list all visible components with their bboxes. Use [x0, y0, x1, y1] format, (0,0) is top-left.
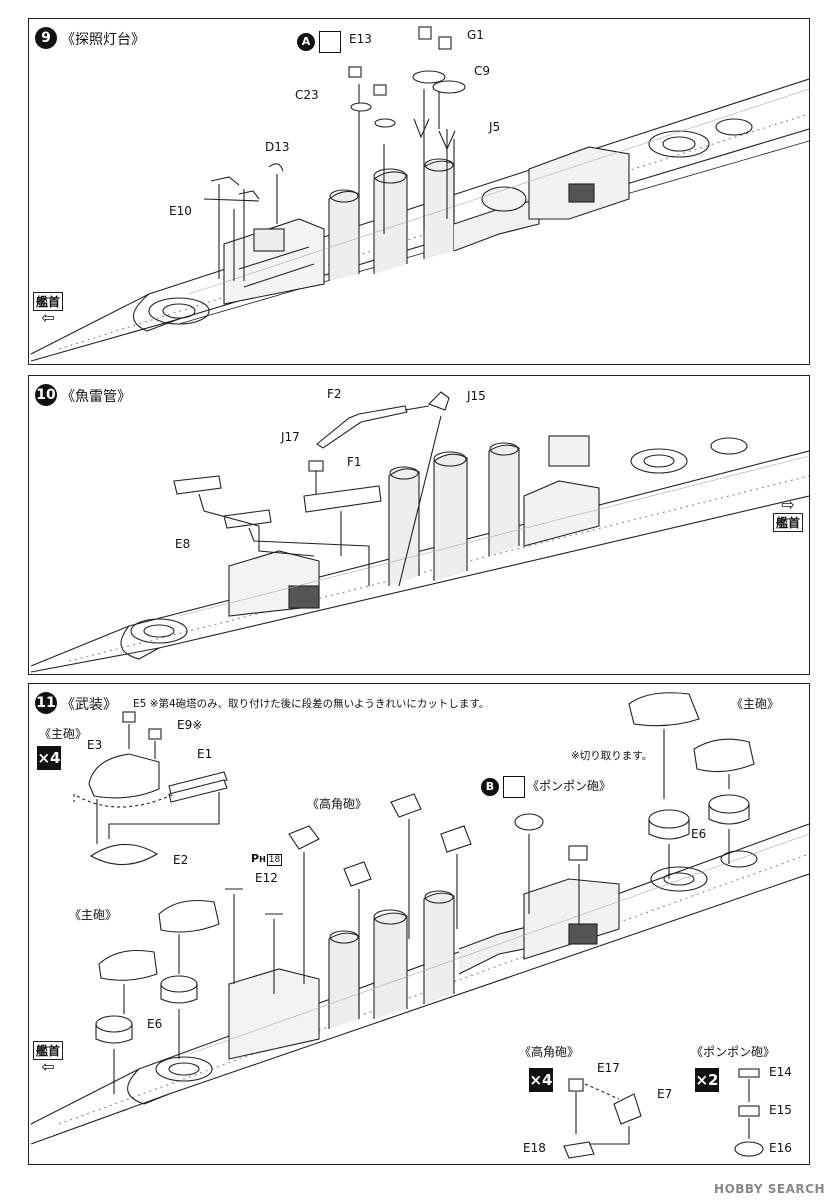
bow-label-step10: 艦首 [772, 513, 803, 532]
label-pompom: 《ポンポン砲》 [527, 779, 612, 793]
step-10-panel: 10 《魚雷管》 [28, 375, 810, 675]
step-9-ship-illustration [30, 26, 809, 362]
label-c23: C23 [295, 88, 319, 102]
photoetch-p: P [251, 852, 260, 865]
callout-b-tag: B [481, 778, 499, 796]
arrow-left-icon-step11: ⇦ [41, 1057, 55, 1076]
label-e1: E1 [197, 747, 213, 761]
label-main-gun-top-right: 《主砲》 [731, 697, 780, 711]
label-main-gun-mid: 《主砲》 [69, 908, 118, 922]
label-j5: J5 [489, 120, 501, 134]
bow-direction-indicator-right: ⇨ 艦首 [769, 495, 807, 532]
label-ha-gun-detail: 《高角砲》 [519, 1045, 580, 1059]
label-e18: E18 [523, 1141, 546, 1155]
multiplier-x2: ×2 [695, 1068, 719, 1092]
label-e10: E10 [169, 204, 192, 218]
label-e13: E13 [349, 32, 372, 46]
label-j15: J15 [467, 389, 486, 403]
watermark: HOBBY SEARCH [714, 1182, 825, 1196]
multiplier-x4-ha: ×4 [529, 1068, 553, 1092]
label-e12: E12 [255, 871, 278, 885]
label-main-gun: 《主砲》 [39, 727, 88, 741]
step-11-ship-illustration [30, 692, 809, 1159]
label-j17: J17 [281, 430, 300, 444]
bow-direction-indicator-step11: 艦首 ⇦ [29, 1040, 67, 1076]
label-ha-gun: 《高角砲》 [307, 797, 368, 811]
label-e6-right: E6 [691, 827, 707, 841]
note-cut: ※切り取ります。 [571, 750, 653, 762]
bow-direction-indicator: 艦首 ⇦ [29, 291, 67, 327]
step-10-ship-illustration [30, 391, 809, 673]
step-11-title: 《武装》 [61, 697, 117, 713]
label-e9: E9※ [177, 718, 203, 732]
label-e2: E2 [173, 853, 189, 867]
label-pompom-detail: 《ポンポン砲》 [691, 1045, 776, 1059]
arrow-left-icon: ⇦ [41, 308, 55, 327]
photoetch-h: H [259, 855, 266, 864]
label-g1: G1 [467, 28, 484, 42]
multiplier-x4: ×4 [37, 746, 61, 770]
label-e7: E7 [657, 1087, 673, 1101]
step-9-title: 《探照灯台》 [61, 32, 145, 48]
arrow-right-icon: ⇨ [781, 495, 795, 514]
callout-a-tag: A [297, 33, 315, 51]
photoetch-num: 18 [266, 854, 283, 866]
label-f1: F1 [347, 455, 362, 469]
note-e5-cut: E5 ※第4砲塔のみ、取り付けた後に段差の無いようきれいにカットします。 [133, 698, 490, 710]
cement-icon [319, 31, 341, 53]
label-c9: C9 [474, 64, 491, 78]
label-e8: E8 [175, 537, 191, 551]
label-e16: E16 [769, 1141, 792, 1155]
step-9-number: 9 [35, 27, 57, 49]
label-d13: D13 [265, 140, 290, 154]
label-e14: E14 [769, 1065, 792, 1079]
label-f2: F2 [327, 387, 342, 401]
label-e15: E15 [769, 1103, 792, 1117]
step-9-panel: 9 《探照灯台》 [28, 18, 810, 365]
label-e17: E17 [597, 1061, 620, 1075]
label-e6-left: E6 [147, 1017, 163, 1031]
step-11-panel: 11 《武装》 [28, 683, 810, 1165]
step-10-title: 《魚雷管》 [61, 389, 131, 405]
cement-icon-b [503, 776, 525, 798]
step-10-number: 10 [35, 384, 57, 406]
label-e3: E3 [87, 738, 103, 752]
step-11-number: 11 [35, 692, 57, 714]
bow-label: 艦首 [32, 292, 63, 311]
bow-label-step11: 艦首 [32, 1041, 63, 1060]
